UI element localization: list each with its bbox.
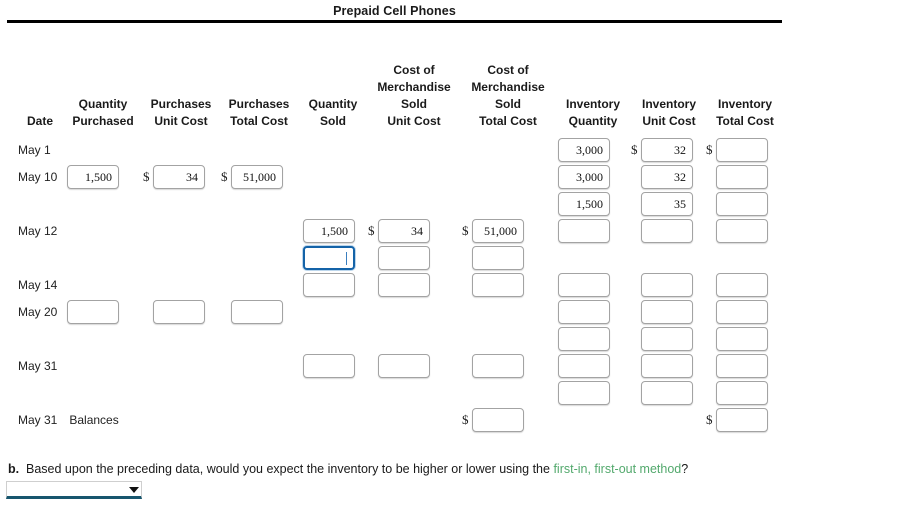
cell-input-may-31-balances-inv-total[interactable] bbox=[716, 408, 768, 432]
dollar-sign: $ bbox=[143, 169, 150, 184]
question-text-before: Based upon the preceding data, would you… bbox=[26, 462, 554, 476]
question-text: Based upon the preceding data, would you… bbox=[26, 462, 688, 476]
cell-input-may-20-inv-total[interactable] bbox=[716, 300, 768, 324]
dollar-sign: $ bbox=[631, 142, 638, 157]
text-caret bbox=[346, 252, 347, 265]
cell-input-may-20-inv-unit[interactable] bbox=[641, 300, 693, 324]
cell-input-may-12-cogs-unit[interactable] bbox=[378, 219, 430, 243]
dollar-sign: $ bbox=[462, 223, 469, 238]
cell-input-inv-3-inv-qty[interactable] bbox=[558, 327, 610, 351]
question-letter: b. bbox=[8, 462, 20, 476]
cell-input-may-14-inv-unit[interactable] bbox=[641, 273, 693, 297]
cell-input-may-14-inv-qty[interactable] bbox=[558, 273, 610, 297]
fifo-method-link[interactable]: first-in, first-out method bbox=[553, 462, 682, 476]
cell-input-may-31-qty-sold[interactable] bbox=[303, 354, 355, 378]
column-header-date: Date bbox=[26, 114, 53, 128]
cell-input-may-31-inv-total[interactable] bbox=[716, 354, 768, 378]
row-date-label: May 31 bbox=[18, 359, 58, 373]
cell-input-may-20-purch-unit[interactable] bbox=[153, 300, 205, 324]
row-date-label: May 1 bbox=[18, 143, 51, 157]
cell-input-may-20-inv-qty[interactable] bbox=[558, 300, 610, 324]
cell-input-may-31-inv-unit[interactable] bbox=[641, 354, 693, 378]
cell-input-sold-2-qty-sold[interactable] bbox=[303, 246, 355, 270]
answer-dropdown[interactable]: HigherLower bbox=[6, 481, 142, 499]
cell-input-sold-2-cogs-unit[interactable] bbox=[378, 246, 430, 270]
cell-input-may-1-inv-total[interactable] bbox=[716, 138, 768, 162]
row-date-label: May 12 bbox=[18, 224, 58, 238]
cell-input-may-12-inv-total[interactable] bbox=[716, 219, 768, 243]
row-balances-label: Balances bbox=[69, 413, 119, 427]
cell-input-may-12-cogs-total[interactable] bbox=[472, 219, 524, 243]
cell-input-may-31-cogs-total[interactable] bbox=[472, 354, 524, 378]
cell-input-may-14-inv-total[interactable] bbox=[716, 273, 768, 297]
cell-input-may-14-cogs-total[interactable] bbox=[472, 273, 524, 297]
cell-input-may-31-balances-cogs-total[interactable] bbox=[472, 408, 524, 432]
cell-input-inv-3-inv-total[interactable] bbox=[716, 327, 768, 351]
cell-input-inv-4-inv-unit[interactable] bbox=[641, 381, 693, 405]
cell-input-may-12-inv-unit[interactable] bbox=[641, 219, 693, 243]
cell-input-inv-3-inv-unit[interactable] bbox=[641, 327, 693, 351]
row-date-label: May 14 bbox=[18, 278, 58, 292]
cell-input-may-10-inv-total[interactable] bbox=[716, 165, 768, 189]
cell-input-may-20-purch-total[interactable] bbox=[231, 300, 283, 324]
cell-input-may-12-qty-sold[interactable] bbox=[303, 219, 355, 243]
cell-input-may-20-qty-purchased[interactable] bbox=[67, 300, 119, 324]
cell-input-inv-2-inv-total[interactable] bbox=[716, 192, 768, 216]
title-divider bbox=[7, 20, 782, 23]
dollar-sign: $ bbox=[706, 142, 713, 157]
cell-input-may-1-inv-qty[interactable] bbox=[558, 138, 610, 162]
cell-input-may-31-inv-qty[interactable] bbox=[558, 354, 610, 378]
row-date-label: May 10 bbox=[18, 170, 58, 184]
page-title: Prepaid Cell Phones bbox=[333, 4, 456, 18]
cell-input-may-14-cogs-unit[interactable] bbox=[378, 273, 430, 297]
table-title-bar: Prepaid Cell Phones bbox=[0, 0, 907, 24]
question-text-after: ? bbox=[681, 462, 689, 476]
cell-input-inv-4-inv-qty[interactable] bbox=[558, 381, 610, 405]
row-date-label: May 20 bbox=[18, 305, 58, 319]
cell-input-sold-2-cogs-total[interactable] bbox=[472, 246, 524, 270]
cell-input-may-14-qty-sold[interactable] bbox=[303, 273, 355, 297]
cell-input-may-12-inv-qty[interactable] bbox=[558, 219, 610, 243]
dollar-sign: $ bbox=[368, 223, 375, 238]
cell-input-may-31-cogs-unit[interactable] bbox=[378, 354, 430, 378]
cell-input-inv-4-inv-total[interactable] bbox=[716, 381, 768, 405]
dollar-sign: $ bbox=[221, 169, 228, 184]
dollar-sign: $ bbox=[706, 412, 713, 427]
cell-input-may-10-purch-unit[interactable] bbox=[153, 165, 205, 189]
cell-input-may-10-purch-total[interactable] bbox=[231, 165, 283, 189]
cell-input-may-10-inv-unit[interactable] bbox=[641, 165, 693, 189]
dollar-sign: $ bbox=[462, 412, 469, 427]
cell-input-inv-2-inv-unit[interactable] bbox=[641, 192, 693, 216]
cell-input-may-10-inv-qty[interactable] bbox=[558, 165, 610, 189]
cell-input-inv-2-inv-qty[interactable] bbox=[558, 192, 610, 216]
cell-input-may-10-qty-purchased[interactable] bbox=[67, 165, 119, 189]
cell-input-may-1-inv-unit[interactable] bbox=[641, 138, 693, 162]
